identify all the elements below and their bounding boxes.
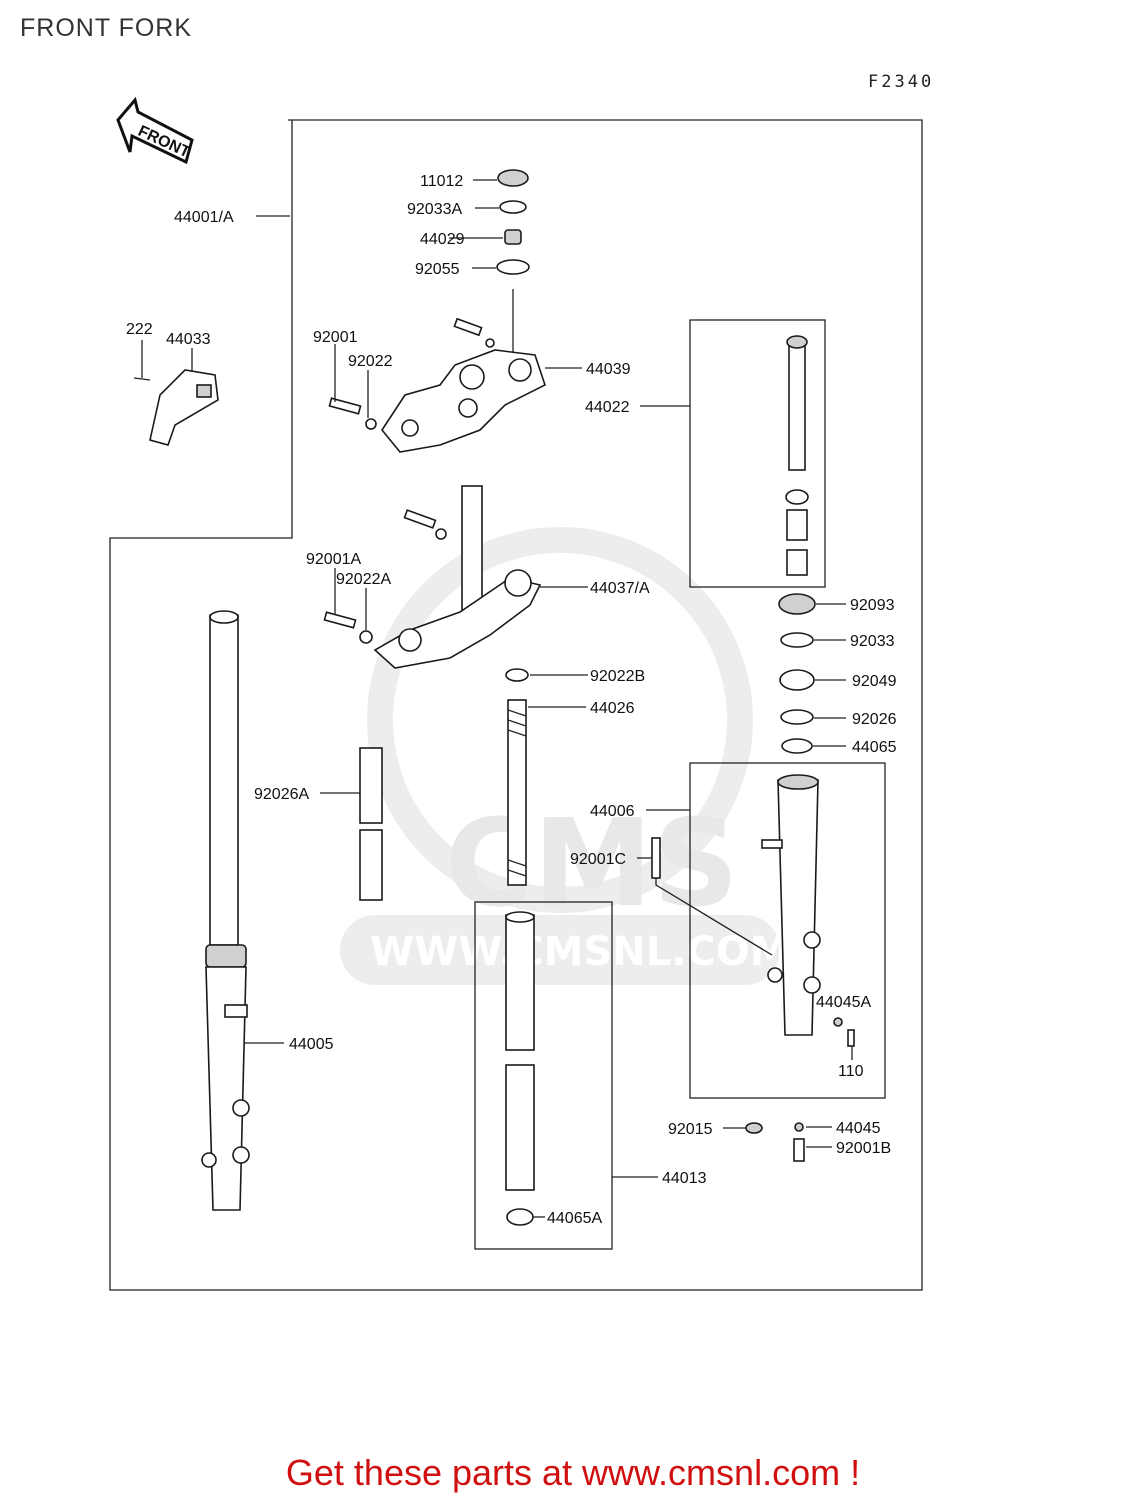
label-11012: 11012 [420,173,463,190]
figure-code: F2340 [868,72,935,92]
part-fork-left [201,610,250,1211]
label-92001: 92001 [313,329,358,346]
part-spacer-92026a [359,747,383,901]
part-outer-tube-right [761,774,821,1036]
label-92026a: 92026A [254,786,309,803]
label-44033: 44033 [166,331,211,348]
label-92022: 92022 [348,353,393,370]
box-44013 [474,901,613,1250]
label-44045: 44045 [836,1120,881,1137]
label-44013: 44013 [662,1170,707,1187]
parts-seal-stack [778,593,816,754]
label-44026: 44026 [590,700,635,717]
leader-lines [141,179,853,1218]
front-arrow-icon: FRONT [116,96,194,165]
label-44037a: 44037/A [590,580,650,597]
part-fork-spring [505,668,529,886]
label-92033a: 92033A [407,201,462,218]
label-92049: 92049 [852,673,897,690]
box-44006 [689,762,886,1099]
label-44022: 44022 [585,399,630,416]
label-44006: 44006 [590,803,635,820]
label-92001a: 92001A [306,551,361,568]
part-steering-stem [323,485,542,669]
part-inner-tube [505,911,535,1226]
label-44045a: 44045A [816,994,871,1011]
label-92022a: 92022A [336,571,391,588]
part-damper-rod [785,335,809,576]
label-92015: 92015 [668,1121,713,1138]
label-92001b: 92001B [836,1140,891,1157]
label-92022b: 92022B [590,668,645,685]
label-44001a: 44001/A [174,209,234,226]
label-92033: 92033 [850,633,895,650]
label-92001c: 92001C [570,851,626,868]
part-upper-bracket [381,317,546,453]
label-44029: 44029 [420,231,465,248]
footer-link[interactable]: Get these parts at www.cmsnl.com ! [285,1452,861,1493]
label-44039: 44039 [586,361,631,378]
page-title: FRONT FORK [20,14,193,42]
part-labels: 11012 92033A 44029 92055 44001/A 222 440… [126,173,897,1227]
label-44065: 44065 [852,739,897,756]
assembly-outline [109,119,923,1291]
label-92026: 92026 [852,711,897,728]
label-44005: 44005 [289,1036,334,1053]
label-222: 222 [126,321,153,338]
label-92055: 92055 [415,261,460,278]
part-headlight-bracket [133,369,219,446]
watermark-url: WWW.CMSNL.COM [370,929,790,975]
parts-bottom-fasteners [745,1017,855,1162]
box-44022 [689,319,826,588]
label-92093: 92093 [850,597,895,614]
part-bolt-92001 [328,397,377,430]
label-44065a: 44065A [547,1210,602,1227]
label-110: 110 [838,1063,864,1080]
parts-cap-stack [496,169,530,352]
